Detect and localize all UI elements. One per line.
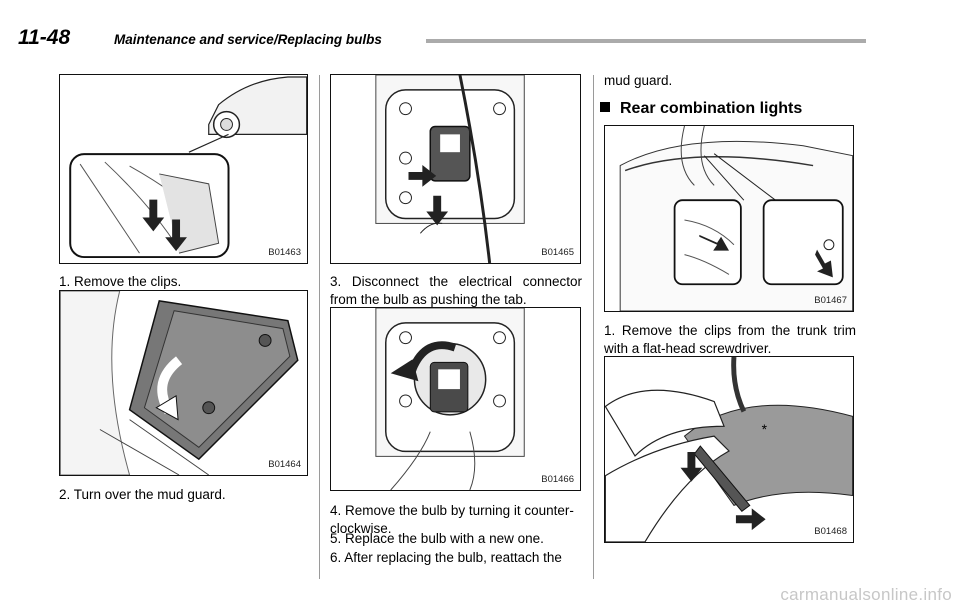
instruction-step-continued: mud guard. — [604, 73, 673, 88]
illustration-trunk-trim — [619, 126, 853, 311]
figure-b01463: B01463 — [59, 74, 308, 264]
section-heading: Rear combination lights — [600, 100, 802, 118]
column-divider-1 — [319, 75, 320, 579]
header-rule — [426, 39, 866, 43]
svg-text:*: * — [762, 421, 768, 437]
instruction-step: 1. Remove the clips. — [59, 274, 182, 289]
square-bullet-icon — [600, 102, 610, 112]
instruction-step: 1. Remove the clips from the trunk trim … — [604, 323, 856, 356]
illustration-trunk-trim-removal: * — [605, 357, 853, 542]
figure-code: B01464 — [268, 459, 301, 470]
column-divider-2 — [593, 75, 594, 579]
figure-b01466: B01466 — [330, 307, 581, 491]
figure-code: B01463 — [268, 247, 301, 258]
instruction-step: 2. Turn over the mud guard. — [59, 487, 226, 502]
instruction-step: 6. After replacing the bulb, reattach th… — [330, 550, 562, 565]
illustration-bulb-rotate — [375, 308, 525, 490]
figure-b01464: B01464 — [59, 290, 308, 476]
figure-code: B01466 — [541, 474, 574, 485]
figure-code: B01468 — [814, 526, 847, 537]
instruction-step: 4. Remove the bulb by turning it counter… — [330, 503, 574, 536]
figure-b01468: * B01468 — [604, 356, 854, 543]
section-title: Maintenance and service/Replacing bulbs — [114, 32, 382, 47]
illustration-connector — [375, 75, 525, 263]
figure-b01465: B01465 — [330, 74, 581, 264]
illustration-car-mudguard-clips — [69, 76, 307, 259]
figure-code: B01467 — [814, 295, 847, 306]
page-number: 11-48 — [18, 26, 71, 49]
figure-b01467: B01467 — [604, 125, 854, 312]
watermark: carmanualsonline.info — [780, 585, 952, 604]
instruction-step: 5. Replace the bulb with a new one. — [330, 531, 544, 546]
figure-code: B01465 — [541, 247, 574, 258]
page-header: 11-48 Maintenance and service/Replacing … — [18, 26, 866, 50]
instruction-step: 3. Disconnect the electrical connector f… — [330, 274, 582, 307]
illustration-mudguard-turn — [60, 291, 299, 475]
section-heading-text: Rear combination lights — [620, 100, 803, 117]
